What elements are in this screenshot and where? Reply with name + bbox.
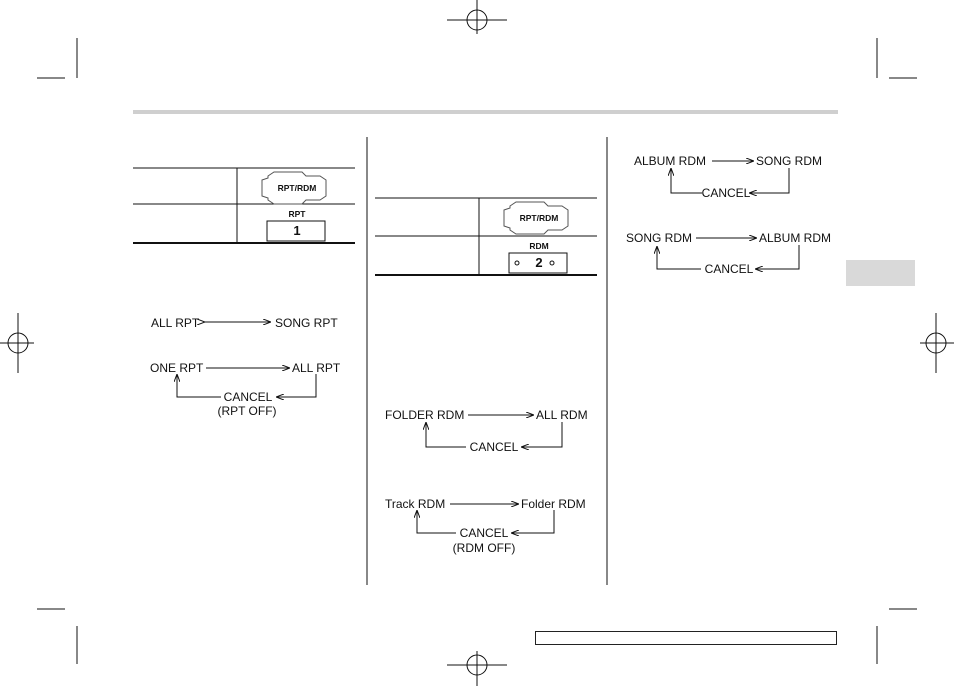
rdm-button-title: RDM — [529, 241, 549, 251]
registration-mark-top — [447, 0, 507, 34]
song-rdm-label: SONG RDM — [756, 154, 822, 168]
rpt-off-label: (RPT OFF) — [217, 404, 277, 418]
song-rpt-label: SONG RPT — [275, 316, 338, 330]
rpt-rdm-button-2[interactable]: RPT/RDM — [519, 213, 559, 223]
cancel-label-left: CANCEL — [223, 390, 273, 404]
all-rpt-label-2: ALL RPT — [292, 361, 341, 375]
crop-marks — [37, 38, 917, 664]
preset-button-1[interactable]: 1 — [293, 223, 301, 238]
rpt-button-title: RPT — [288, 209, 306, 219]
registration-mark-left — [0, 313, 34, 373]
album-rdm-label: ALBUM RDM — [634, 154, 707, 168]
page-footer-box — [535, 631, 837, 645]
one-rpt-label: ONE RPT — [150, 361, 204, 375]
folder-rdm-label-2: Folder RDM — [521, 497, 586, 511]
all-rdm-label: ALL RDM — [536, 408, 588, 422]
cancel-label-middle-1: CANCEL — [469, 440, 519, 454]
registration-mark-bottom — [447, 651, 507, 686]
album-rdm-label-2: ALBUM RDM — [759, 231, 832, 245]
rpt-rdm-button[interactable]: RPT/RDM — [277, 183, 317, 193]
folder-rdm-label: FOLDER RDM — [385, 408, 465, 422]
cancel-label-right-2: CANCEL — [704, 262, 754, 276]
header-rule — [133, 110, 838, 114]
chapter-tab — [846, 260, 915, 286]
all-rpt-label: ALL RPT — [151, 316, 200, 330]
cancel-label-right-1: CANCEL — [701, 186, 751, 200]
registration-mark-right — [920, 313, 954, 373]
rdm-off-label: (RDM OFF) — [452, 541, 516, 555]
track-rdm-label: Track RDM — [385, 497, 446, 511]
song-rdm-label-2: SONG RDM — [626, 231, 692, 245]
preset-button-2[interactable]: 2 — [535, 255, 543, 270]
cancel-label-middle-2: CANCEL — [459, 526, 509, 540]
